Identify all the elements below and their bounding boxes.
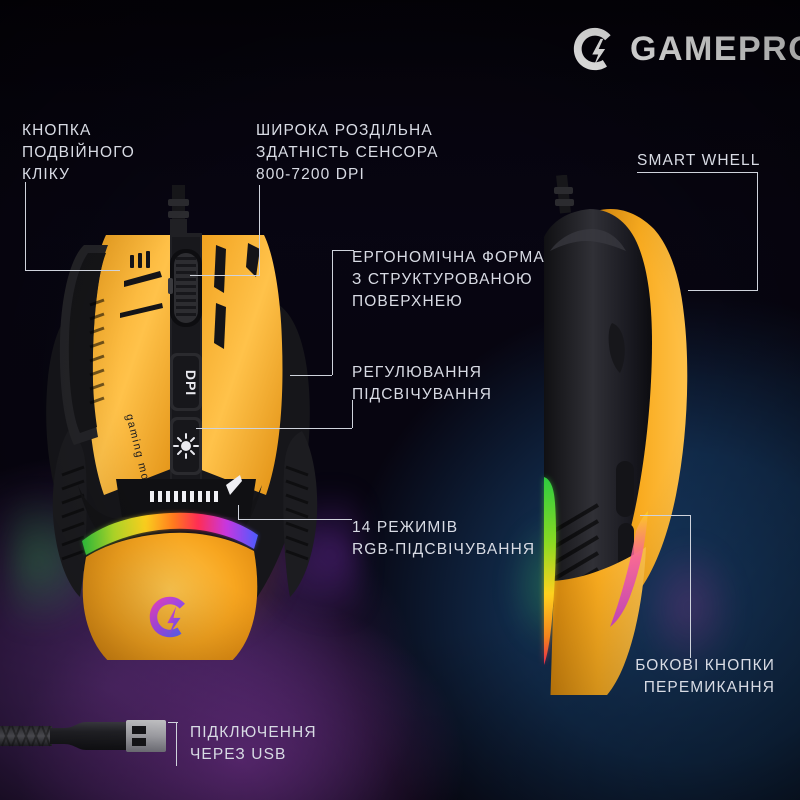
leader-side-buttons-horizontal — [640, 515, 690, 516]
usb-contact-bottom — [132, 738, 146, 746]
brand-name: GAMEPRO — [630, 32, 800, 66]
side-top-highlight — [550, 229, 626, 251]
right-grip-texture — [285, 465, 309, 561]
brightness-button[interactable] — [170, 417, 202, 475]
leader-double-click-horizontal — [25, 270, 120, 271]
gamepro-logo-icon — [573, 27, 611, 71]
gamepro-emblem-icon — [149, 596, 185, 638]
double-click-texture — [89, 298, 105, 405]
leader-smart-wheel-horizontal — [637, 172, 757, 173]
callout-double-click-button: КНОПКА ПОДВІЙНОГО КЛІКУ — [22, 122, 135, 183]
mouse-side-view — [544, 175, 688, 695]
usb-cable-connector — [0, 720, 166, 752]
palm-rest — [82, 532, 258, 660]
double-click-button-inner — [68, 253, 106, 433]
scroll-wheel[interactable] — [168, 249, 202, 327]
side-rgb-strip-right — [610, 511, 648, 627]
leader-sensor-horizontal — [190, 275, 260, 276]
leader-backlight-vertical — [352, 400, 353, 428]
callout-backlight-adjustment: РЕГУЛЮВАННЯ ПІДСВІЧУВАННЯ — [352, 364, 493, 403]
callout-smart-wheel: SMART WHELL — [637, 152, 761, 169]
mouse-cable-top — [168, 185, 189, 241]
leader-double-click-vertical — [25, 182, 26, 270]
left-grip-texture — [61, 465, 85, 561]
leader-rgb-horizontal — [238, 519, 352, 520]
usb-contact-top — [132, 726, 146, 734]
callout-sensor-resolution: ШИРОКА РОЗДІЛЬНА ЗДАТНІСТЬ СЕНСОРА 800-7… — [256, 122, 439, 183]
callout-usb-connection: ПІДКЛЮЧЕННЯ ЧЕРЕЗ USB — [190, 724, 317, 763]
left-click-button[interactable] — [87, 235, 176, 495]
right-click-button[interactable] — [194, 235, 283, 495]
callout-ergonomic-shape: ЕРГОНОМІЧНА ФОРМА З СТРУКТУРОВАНОЮ ПОВЕР… — [352, 249, 545, 310]
leader-side-buttons-vertical — [690, 515, 691, 658]
dpi-button[interactable]: DPI — [170, 353, 202, 411]
dpi-button-label: DPI — [183, 370, 199, 396]
brand-logo: GAMEPRO — [572, 26, 800, 72]
leader-backlight-horizontal — [196, 428, 352, 429]
cable-braid-texture — [1, 725, 51, 747]
leader-smart-wheel-horizontal-2 — [688, 290, 758, 291]
leader-sensor-vertical — [259, 185, 260, 275]
side-rgb-strip-left-glow — [544, 477, 556, 665]
left-button-notches — [120, 251, 163, 318]
leader-ergonomic-vertical — [332, 250, 333, 375]
side-bottom-yellow — [550, 547, 646, 695]
right-button-notches — [214, 243, 260, 349]
sun-brightness-icon — [173, 433, 199, 459]
mouse-top-view: gaming mouse DP — [46, 185, 318, 660]
leader-ergonomic-horizontal — [332, 250, 354, 251]
rgb-light-strip-glow — [82, 512, 258, 555]
led-teeth — [150, 475, 242, 502]
leader-smart-wheel-vertical — [757, 172, 758, 290]
leader-usb-horizontal — [168, 722, 178, 723]
braided-usb-cable — [0, 726, 52, 746]
leader-rgb-vertical — [238, 505, 239, 519]
callout-side-switch-buttons: БОКОВІ КНОПКИ ПЕРЕМИКАННЯ — [635, 657, 775, 696]
side-button-forward[interactable] — [616, 461, 634, 517]
callout-rgb-modes: 14 РЕЖИМІВ RGB-ПІДСВІЧУВАННЯ — [352, 519, 536, 558]
usb-connector-shell — [50, 722, 128, 750]
leader-ergonomic-horizontal-2 — [290, 375, 332, 376]
mouse-cable-side — [554, 175, 574, 214]
leader-usb-vertical — [176, 722, 177, 766]
